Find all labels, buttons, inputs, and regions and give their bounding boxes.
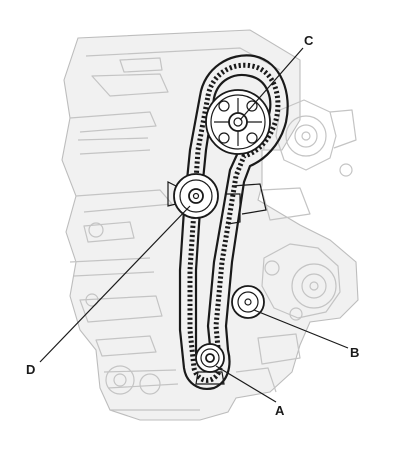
leader-line-b <box>253 309 349 349</box>
callout-label-c: C <box>304 33 314 48</box>
idler-pulley <box>231 285 265 319</box>
callout-label-a: A <box>275 403 285 418</box>
leader-line-d <box>39 205 191 363</box>
camshaft-sprocket <box>205 89 271 155</box>
callout-label-d: D <box>26 362 35 377</box>
crankshaft-sprocket <box>195 343 225 385</box>
tensioner-pulley <box>167 173 219 219</box>
leader-line-a <box>215 365 277 403</box>
callout-label-b: B <box>350 345 359 360</box>
leader-line-c <box>239 47 304 121</box>
